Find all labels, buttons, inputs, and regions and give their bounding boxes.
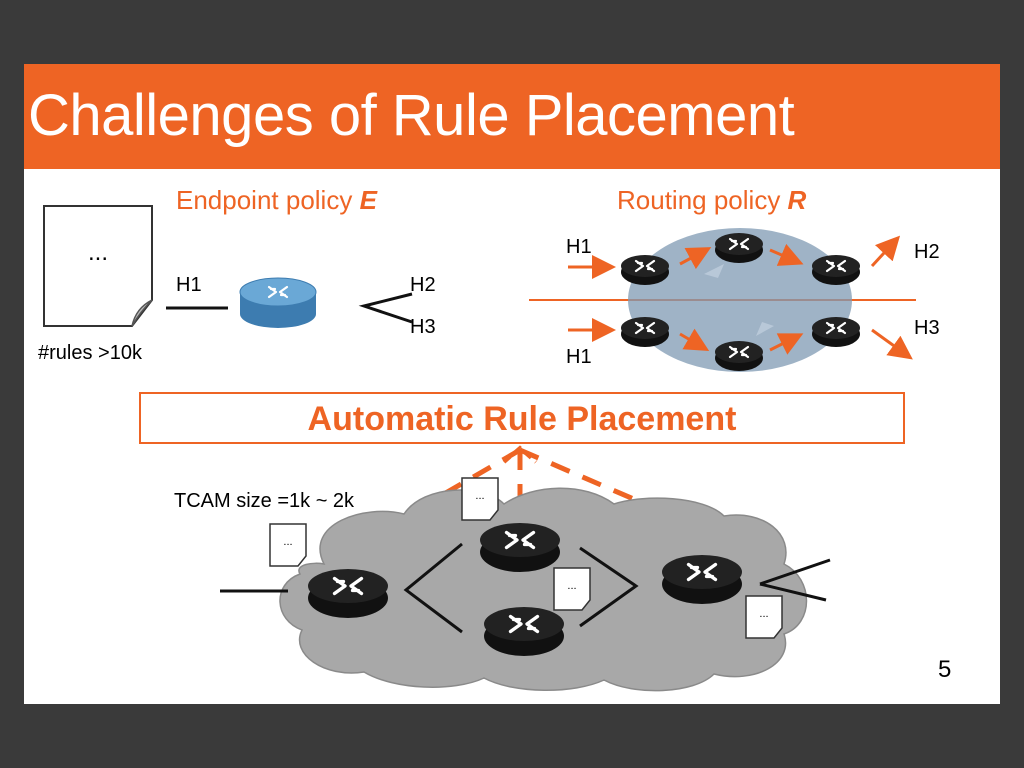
endpoint-h2-label: H2 — [410, 274, 436, 296]
slide-title: Challenges of Rule Placement — [28, 83, 795, 148]
routing-routers — [621, 233, 860, 371]
controller-arrow-head — [502, 445, 538, 464]
policy-document-text: ... — [88, 239, 108, 266]
endpoint-h1-label: H1 — [176, 274, 202, 296]
slide: Challenges of Rule Placement Endpoint po… — [24, 64, 1000, 704]
title-bar: Challenges of Rule Placement — [24, 64, 1000, 169]
endpoint-policy-heading: Endpoint policy E — [176, 185, 377, 216]
router-icon — [812, 255, 860, 285]
endpoint-policy-label: Endpoint policy — [176, 185, 360, 215]
svg-text:...: ... — [475, 490, 484, 502]
rule-doc-icon: ... — [269, 523, 307, 567]
router-icon — [812, 317, 860, 347]
routing-policy-heading: Routing policy R — [617, 185, 806, 216]
routing-h1-top-label: H1 — [566, 236, 592, 258]
router-right-icon — [662, 555, 742, 604]
routing-policy-var: R — [787, 185, 807, 215]
router-icon — [621, 255, 669, 285]
router-top-icon — [480, 523, 560, 572]
rules-count-label: #rules >10k — [38, 342, 142, 364]
endpoint-policy-var: E — [359, 185, 377, 215]
page-number: 5 — [938, 656, 952, 683]
diagram-canvas: ... — [43, 205, 916, 692]
router-icon — [621, 317, 669, 347]
automatic-rule-placement-label: Automatic Rule Placement — [307, 400, 737, 438]
network-cloud — [279, 487, 808, 692]
automatic-rule-placement-box: Automatic Rule Placement — [139, 392, 905, 444]
network-links — [220, 542, 831, 634]
endpoint-h2-h3-links — [358, 292, 413, 324]
routing-h3-label: H3 — [914, 317, 940, 339]
svg-text:...: ... — [759, 608, 768, 620]
endpoint-h3-label: H3 — [410, 316, 436, 338]
rule-doc-icon: ... — [461, 477, 499, 521]
routing-policy-label: Routing policy — [617, 185, 788, 215]
router-icon — [715, 341, 763, 371]
endpoint-router-icon — [239, 277, 317, 328]
routing-arrows — [568, 235, 913, 360]
rule-doc-icon: ... — [745, 595, 783, 639]
svg-text:...: ... — [283, 536, 292, 548]
routing-h2-label: H2 — [914, 241, 940, 263]
router-icon — [715, 233, 763, 263]
svg-text:...: ... — [567, 580, 576, 592]
policy-document-icon: ... — [43, 205, 153, 327]
router-bottom-icon — [484, 607, 564, 656]
router-left-icon — [308, 569, 388, 618]
tcam-size-label: TCAM size =1k ~ 2k — [174, 490, 355, 512]
routing-h1-bottom-label: H1 — [566, 346, 592, 368]
rule-doc-icon: ... — [553, 567, 591, 611]
